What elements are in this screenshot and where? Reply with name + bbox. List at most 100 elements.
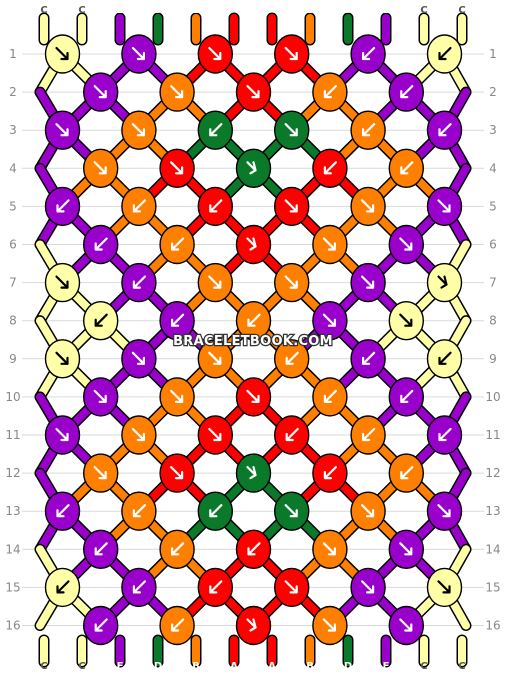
strand-letter-label: E bbox=[117, 5, 124, 16]
knot bbox=[274, 262, 310, 303]
knot bbox=[312, 301, 348, 341]
knot bbox=[121, 491, 157, 531]
knot-arrow-icon bbox=[284, 199, 298, 213]
knot-arrow-icon bbox=[362, 351, 376, 365]
knot bbox=[121, 34, 157, 74]
knot-arrow-icon bbox=[399, 237, 413, 251]
knot-arrow-icon bbox=[400, 161, 414, 175]
knot bbox=[82, 605, 119, 646]
knot-arrow-icon bbox=[399, 542, 413, 556]
knot-arrow-icon bbox=[131, 46, 145, 61]
knot bbox=[312, 224, 348, 265]
knot bbox=[82, 224, 119, 265]
knot bbox=[235, 605, 272, 646]
row-number-label: 9 bbox=[489, 352, 497, 366]
knot-arrow-icon bbox=[247, 542, 261, 556]
knot bbox=[350, 491, 386, 531]
knot bbox=[426, 415, 463, 455]
row-number-label: 13 bbox=[485, 504, 500, 518]
knot bbox=[388, 529, 424, 569]
knot-arrow-icon bbox=[171, 313, 185, 327]
knot-arrow-icon bbox=[361, 504, 375, 518]
knot bbox=[159, 377, 195, 417]
knot-arrow-icon bbox=[362, 427, 376, 442]
knot bbox=[426, 186, 463, 227]
strand-letter-label: C bbox=[420, 5, 427, 16]
knot bbox=[388, 148, 424, 189]
knot-arrow-icon bbox=[437, 504, 451, 518]
knot-arrow-icon bbox=[94, 618, 108, 632]
strand-letter-label: C bbox=[78, 5, 85, 16]
knot bbox=[350, 186, 386, 227]
knot-arrow-icon bbox=[209, 199, 223, 213]
knot-arrow-icon bbox=[132, 199, 146, 213]
knot-arrow-icon bbox=[208, 351, 222, 365]
knot bbox=[121, 110, 157, 150]
row-number-label: 6 bbox=[9, 238, 17, 252]
knot bbox=[426, 339, 463, 379]
knot-arrow-icon bbox=[400, 389, 414, 403]
row-number-label: 8 bbox=[9, 314, 17, 328]
row-number-label: 3 bbox=[9, 123, 17, 137]
knot-arrow-icon bbox=[171, 237, 185, 251]
knot bbox=[350, 415, 386, 455]
knot bbox=[350, 339, 386, 379]
knot bbox=[388, 72, 424, 112]
knot-arrow-icon bbox=[361, 580, 375, 594]
knot bbox=[350, 34, 386, 74]
knot-arrow-icon bbox=[132, 504, 146, 518]
knot-arrow-icon bbox=[55, 123, 69, 137]
knot-arrow-icon bbox=[55, 427, 69, 442]
knot bbox=[426, 34, 463, 74]
knot bbox=[426, 110, 463, 150]
row-number-label: 13 bbox=[5, 504, 20, 518]
knot-arrow-icon bbox=[93, 466, 107, 480]
knot-arrow-icon bbox=[284, 123, 298, 137]
strand-letter-label: B bbox=[192, 5, 200, 16]
strand-letter-label: E bbox=[383, 661, 390, 672]
knot bbox=[121, 415, 157, 455]
knot bbox=[426, 491, 463, 531]
knot bbox=[197, 491, 234, 531]
knot bbox=[82, 529, 119, 569]
knot bbox=[159, 605, 195, 646]
knot-arrow-icon bbox=[132, 580, 146, 594]
row-number-label: 5 bbox=[489, 199, 497, 213]
row-number-label: 12 bbox=[5, 466, 20, 480]
knot-arrow-icon bbox=[438, 427, 452, 442]
knot bbox=[235, 72, 272, 112]
knot-arrow-icon bbox=[323, 161, 337, 175]
strand-letter-label: B bbox=[192, 661, 200, 672]
row-number-label: 4 bbox=[489, 161, 497, 175]
row-number-label: 10 bbox=[5, 390, 20, 404]
knot-arrow-icon bbox=[131, 123, 145, 137]
strand-letter-label: C bbox=[458, 661, 465, 672]
knot-arrow-icon bbox=[246, 466, 257, 480]
knot bbox=[159, 453, 195, 493]
knot bbox=[312, 529, 348, 569]
knot-arrow-icon bbox=[247, 313, 261, 327]
knot bbox=[44, 34, 81, 74]
strand-letter-label: E bbox=[117, 661, 124, 672]
knot-arrow-icon bbox=[246, 161, 257, 175]
strand-letter-label: A bbox=[268, 661, 276, 672]
knot bbox=[121, 567, 157, 608]
row-number-label: 6 bbox=[489, 238, 497, 252]
knot-arrow-icon bbox=[399, 313, 413, 327]
strand-letter-label: C bbox=[40, 5, 47, 16]
row-number-label: 9 bbox=[9, 352, 17, 366]
knot-arrow-icon bbox=[361, 199, 375, 213]
knot-arrow-icon bbox=[246, 237, 257, 251]
knot-arrow-icon bbox=[131, 351, 145, 365]
knot bbox=[235, 148, 272, 189]
knot bbox=[197, 339, 234, 379]
knot bbox=[426, 262, 463, 303]
knot bbox=[159, 529, 195, 569]
knot-arrow-icon bbox=[209, 123, 223, 137]
knot bbox=[197, 262, 234, 303]
knot-arrow-icon bbox=[94, 237, 108, 251]
knot-arrow-icon bbox=[284, 46, 298, 61]
knot bbox=[44, 186, 81, 227]
knot-arrow-icon bbox=[438, 123, 452, 137]
